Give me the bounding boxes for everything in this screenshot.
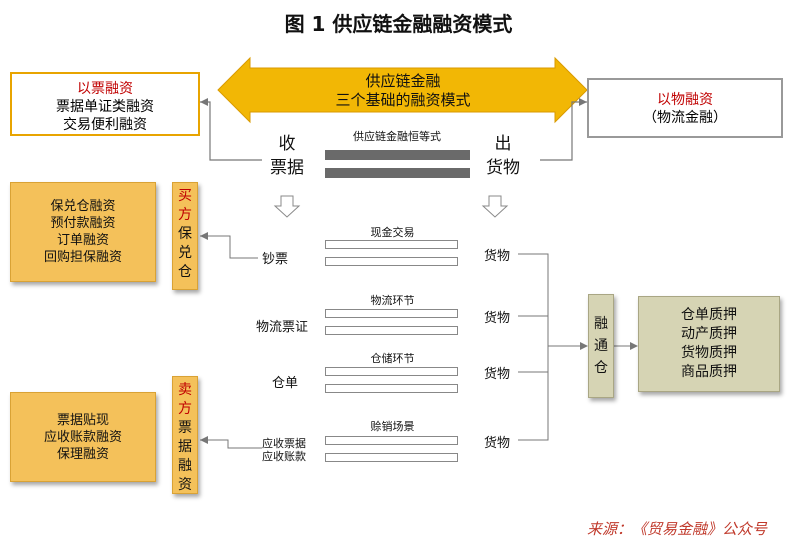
row-4-left-label: 应收票据 应收账款 bbox=[262, 437, 306, 463]
buyer-tag-char-1: 买 bbox=[178, 188, 192, 204]
row-2-slot-bottom bbox=[325, 326, 458, 335]
center-arrow-line1: 供应链金融 bbox=[365, 72, 441, 90]
pledge-item-3: 货物质押 bbox=[681, 345, 737, 361]
row-1-slot-top bbox=[325, 240, 458, 249]
buyer-financing-item-1: 保兑仓融资 bbox=[50, 199, 116, 214]
seller-financing-item-3: 保理融资 bbox=[56, 446, 109, 462]
rongtong-warehouse-tag: 融 通 仓 bbox=[588, 294, 614, 398]
seller-tag-char-6: 资 bbox=[178, 477, 192, 493]
center-arrow-label: 供应链金融 三个基础的融资模式 bbox=[238, 72, 568, 110]
rongtong-char-3: 仓 bbox=[594, 360, 608, 376]
row-4-right-label: 货物 bbox=[484, 436, 511, 451]
buyer-tag-char-3: 保 bbox=[178, 226, 192, 242]
buyer-financing-item-3: 订单融资 bbox=[56, 233, 109, 248]
bill-financing-item-2: 交易便利融资 bbox=[63, 117, 147, 133]
row-2-right-label: 货物 bbox=[484, 311, 511, 326]
row-4-stage-label: 赊销场景 bbox=[370, 420, 415, 433]
row-4-left-line2: 应收账款 bbox=[262, 450, 306, 463]
buyer-confirmed-warehouse-tag: 买 方 保 兑 仓 bbox=[172, 182, 198, 290]
goods-financing-box: 以物融资 （物流金融） bbox=[587, 78, 783, 138]
equation-bar-bottom bbox=[325, 168, 470, 178]
buyer-financing-item-4: 回购担保融资 bbox=[43, 250, 122, 265]
row-3-slot-bottom bbox=[325, 384, 458, 393]
buyer-tag-char-4: 兑 bbox=[178, 245, 192, 261]
pledge-item-2: 动产质押 bbox=[681, 326, 737, 342]
seller-financing-item-2: 应收账款融资 bbox=[43, 429, 122, 445]
row-3-stage-label: 仓储环节 bbox=[370, 352, 415, 365]
seller-tag-char-1: 卖 bbox=[178, 382, 192, 398]
equation-label: 供应链金融恒等式 bbox=[353, 130, 441, 143]
receive-label-line2: 票据 bbox=[270, 158, 304, 178]
ship-label-line2: 货物 bbox=[486, 158, 520, 178]
seller-tag-char-5: 融 bbox=[178, 458, 192, 474]
ship-label-line1: 出 bbox=[494, 134, 512, 154]
row-1-right-label: 货物 bbox=[484, 249, 511, 264]
center-arrow-line2: 三个基础的融资模式 bbox=[335, 91, 471, 109]
seller-tag-char-4: 据 bbox=[178, 439, 192, 455]
receive-bills-label: 收 票据 bbox=[262, 132, 312, 180]
pledge-financing-box: 仓单质押 动产质押 货物质押 商品质押 bbox=[638, 296, 780, 392]
left-down-arrow-icon bbox=[273, 195, 301, 218]
row-4-slot-bottom bbox=[325, 453, 458, 462]
buyer-tag-char-2: 方 bbox=[178, 207, 192, 223]
buyer-tag-char-5: 仓 bbox=[178, 264, 192, 280]
row-1-left-label: 钞票 bbox=[262, 252, 289, 267]
pledge-item-4: 商品质押 bbox=[681, 364, 737, 380]
ship-goods-label: 出 货物 bbox=[478, 132, 528, 180]
row-1-stage-label: 现金交易 bbox=[370, 226, 415, 239]
row-2-stage-label: 物流环节 bbox=[370, 294, 415, 307]
receive-label-line1: 收 bbox=[278, 134, 296, 154]
goods-financing-heading: 以物融资 bbox=[657, 92, 713, 108]
seller-bill-financing-tag: 卖 方 票 据 融 资 bbox=[172, 376, 198, 494]
right-down-arrow-icon bbox=[481, 195, 509, 218]
equation-bar-top bbox=[325, 150, 470, 160]
row-3-left-label: 仓单 bbox=[272, 376, 299, 391]
buyer-financing-item-2: 预付款融资 bbox=[50, 216, 116, 231]
seller-financing-box: 票据贴现 应收账款融资 保理融资 bbox=[10, 392, 156, 482]
bill-financing-item-1: 票据单证类融资 bbox=[56, 99, 154, 115]
pledge-item-1: 仓单质押 bbox=[681, 307, 737, 323]
row-1-slot-bottom bbox=[325, 257, 458, 266]
rongtong-char-1: 融 bbox=[594, 316, 608, 332]
source-credit: 来源：《贸易金融》公众号 bbox=[586, 520, 767, 538]
seller-financing-item-1: 票据贴现 bbox=[56, 412, 109, 428]
row-3-right-label: 货物 bbox=[484, 367, 511, 382]
seller-tag-char-3: 票 bbox=[178, 420, 192, 436]
row-2-slot-top bbox=[325, 309, 458, 318]
rongtong-char-2: 通 bbox=[594, 338, 608, 354]
seller-tag-char-2: 方 bbox=[178, 401, 192, 417]
bill-financing-box: 以票融资 票据单证类融资 交易便利融资 bbox=[10, 72, 200, 136]
row-3-slot-top bbox=[325, 367, 458, 376]
row-4-left-line1: 应收票据 bbox=[262, 437, 306, 450]
bill-financing-heading: 以票融资 bbox=[77, 81, 133, 97]
page-title: 图 1 供应链金融融资模式 bbox=[284, 12, 513, 36]
row-4-slot-top bbox=[325, 436, 458, 445]
buyer-financing-box: 保兑仓融资 预付款融资 订单融资 回购担保融资 bbox=[10, 182, 156, 282]
goods-financing-subtitle: （物流金融） bbox=[643, 110, 727, 126]
row-2-left-label: 物流票证 bbox=[256, 320, 309, 335]
